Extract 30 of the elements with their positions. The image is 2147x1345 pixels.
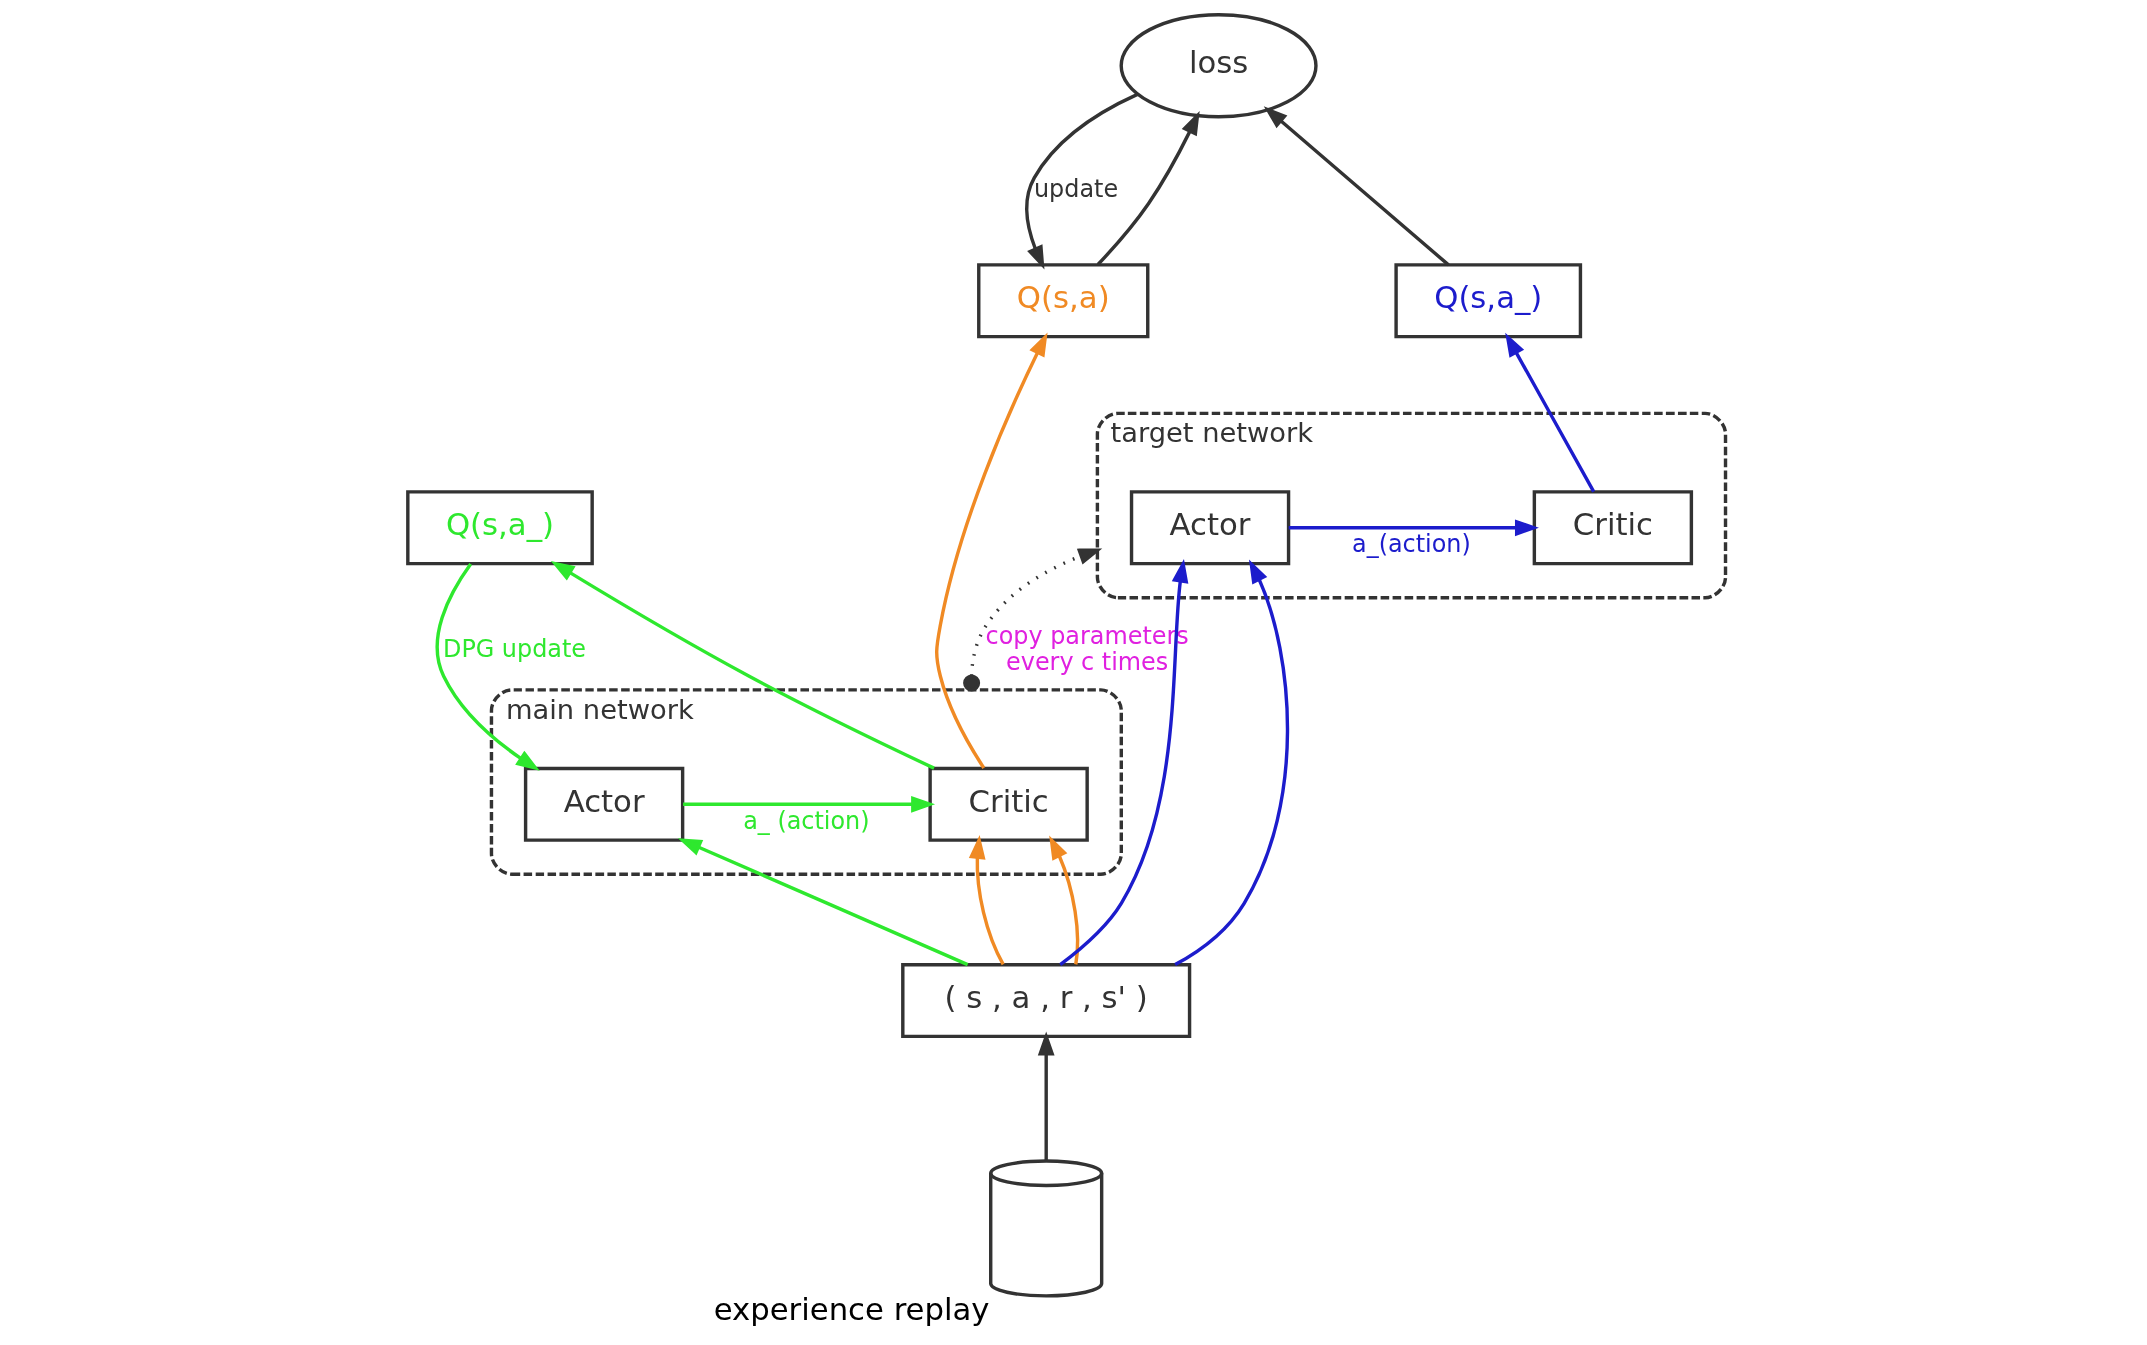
arrow — [1505, 332, 1596, 493]
arrow — [1288, 519, 1539, 537]
node-box: Q(s,a) — [977, 263, 1150, 339]
arrow — [1025, 92, 1139, 270]
edge-label: a_(action) — [1352, 530, 1471, 558]
arrow — [963, 548, 1103, 692]
arrow — [1174, 559, 1290, 967]
arrow — [435, 563, 540, 771]
arrow — [1096, 111, 1200, 266]
arrow — [968, 835, 1005, 966]
arrow — [683, 795, 936, 813]
edge-label: DPG update — [443, 634, 587, 663]
arrow — [550, 561, 935, 770]
node-box: Q(s,a_) — [406, 490, 594, 566]
node-box: ( s , a , r , s' ) — [901, 963, 1192, 1039]
node-box: Q(s,a_) — [1394, 263, 1583, 339]
node-box: Actor — [523, 766, 685, 842]
node-box: Critic — [1532, 490, 1694, 566]
arrow — [1263, 106, 1450, 267]
arrow — [677, 838, 969, 967]
arrow — [1037, 1031, 1055, 1161]
edge-label: a_ (action) — [743, 806, 870, 835]
arrow — [935, 332, 1048, 769]
edge-label: update — [1034, 174, 1119, 203]
node-box: Actor — [1129, 490, 1291, 566]
node-label: experience replay — [713, 1291, 990, 1328]
node-box: Critic — [928, 766, 1089, 842]
node-ellipse: loss — [1119, 12, 1318, 119]
arrow — [1059, 558, 1189, 966]
arrow — [1049, 835, 1080, 965]
